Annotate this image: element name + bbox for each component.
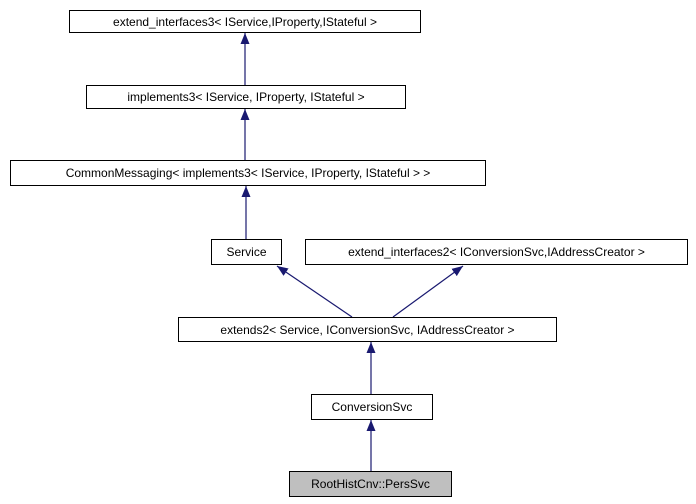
class-node-label: RootHistCnv::PersSvc — [311, 477, 430, 491]
class-node-extend_interfaces2[interactable]: extend_interfaces2< IConversionSvc,IAddr… — [305, 239, 688, 265]
class-node-pers_svc: RootHistCnv::PersSvc — [289, 471, 452, 497]
class-node-label: ConversionSvc — [331, 400, 413, 414]
class-node-label: extends2< Service, IConversionSvc, IAddr… — [220, 322, 515, 337]
class-node-service[interactable]: Service — [211, 239, 282, 265]
class-node-label: CommonMessaging< implements3< IService, … — [65, 166, 431, 180]
class-node-extend_interfaces3[interactable]: extend_interfaces3< IService,IProperty,I… — [69, 10, 421, 33]
class-node-label: implements3< IService, IProperty, IState… — [127, 90, 365, 104]
inheritance-edge-extends2-to-service — [276, 265, 353, 318]
class-node-conversion_svc[interactable]: ConversionSvc — [311, 394, 433, 420]
inheritance-edge-extends2-to-extend_interfaces2 — [392, 265, 464, 318]
class-node-common_messaging[interactable]: CommonMessaging< implements3< IService, … — [10, 160, 486, 186]
class-node-label: extend_interfaces3< IService,IProperty,I… — [113, 14, 377, 29]
class-node-extends2[interactable]: extends2< Service, IConversionSvc, IAddr… — [178, 317, 557, 342]
class-node-implements3[interactable]: implements3< IService, IProperty, IState… — [86, 85, 406, 109]
class-node-label: extend_interfaces2< IConversionSvc,IAddr… — [348, 245, 645, 259]
class-node-label: Service — [226, 245, 267, 259]
